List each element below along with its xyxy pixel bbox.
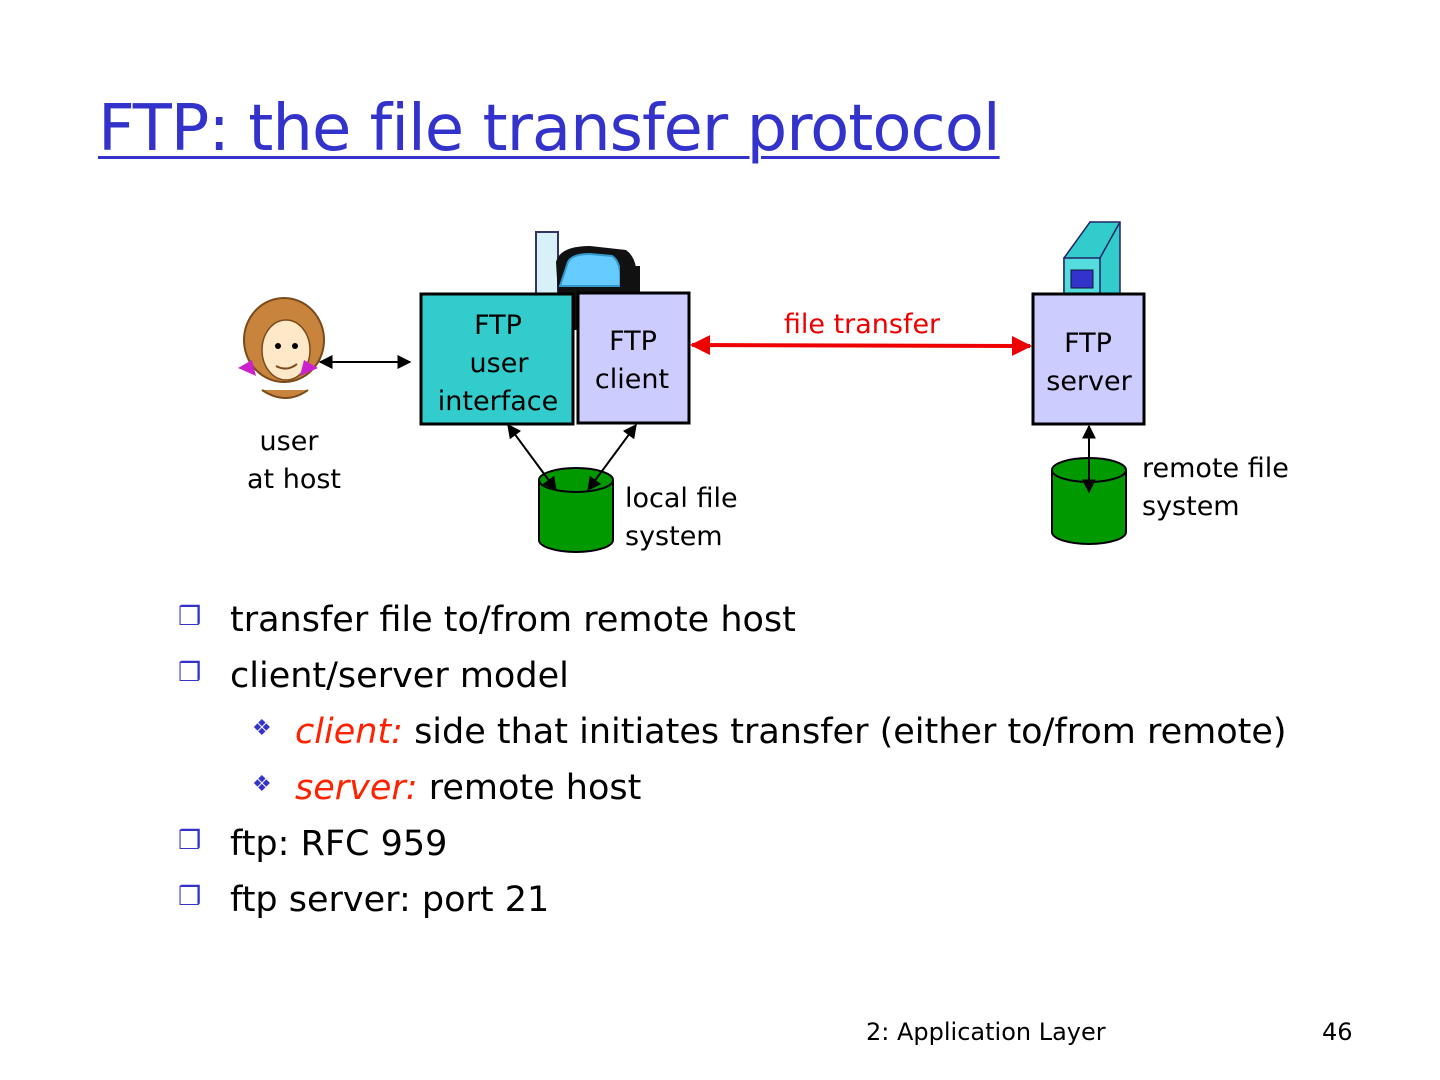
- ui-box-line1: FTP: [474, 310, 522, 341]
- ftp-client-box: [576, 291, 691, 425]
- bullet-item: ❒ client/server model: [178, 648, 1378, 704]
- sub-bullet-text: server: remote host: [295, 760, 641, 816]
- bullet-text: ftp server: port 21: [230, 880, 550, 920]
- bullet-list: ❒ transfer file to/from remote host ❒ cl…: [178, 592, 1378, 928]
- bullet-text: client/server model: [230, 656, 569, 696]
- sub-bullet-body: remote host: [417, 768, 642, 808]
- footer-chapter: 2: Application Layer: [866, 1018, 1106, 1046]
- sub-bullet-item: ❖ client: side that initiates transfer (…: [178, 704, 1378, 760]
- sub-bullet-body: side that initiates transfer (either to/…: [402, 712, 1287, 752]
- user-label-line2: at host: [247, 464, 341, 495]
- server-box-line2: server: [1046, 366, 1132, 397]
- server-tower-icon: [1063, 221, 1121, 301]
- diamond-bullet-icon: ❖: [252, 716, 272, 741]
- diamond-bullet-icon: ❖: [252, 772, 272, 797]
- server-box-line1: FTP: [1064, 328, 1112, 359]
- ftp-user-interface-box: [419, 292, 575, 426]
- sub-bullet-text: client: side that initiates transfer (ei…: [295, 704, 1287, 760]
- client-disk-arrow: [587, 423, 637, 492]
- emphasis-term: client:: [295, 712, 403, 752]
- ftp-server-box: [1031, 292, 1146, 426]
- file-transfer-label: file transfer: [784, 309, 941, 340]
- box-bullet-icon: ❒: [178, 826, 202, 856]
- user-label-line1: user: [260, 426, 320, 457]
- bullet-item: ❒ transfer file to/from remote host: [178, 592, 1378, 648]
- remote-fs-line2: system: [1142, 491, 1240, 522]
- bullet-text: ftp: RFC 959: [230, 824, 448, 864]
- box-bullet-icon: ❒: [178, 882, 202, 912]
- client-box-line1: FTP: [609, 326, 657, 357]
- box-bullet-icon: ❒: [178, 658, 202, 688]
- remote-fs-line1: remote file: [1142, 453, 1289, 484]
- client-box-line2: client: [595, 364, 669, 395]
- file-transfer-arrow: [690, 335, 1032, 356]
- local-fs-line1: local file: [625, 483, 738, 514]
- sub-bullet-item: ❖ server: remote host: [178, 760, 1378, 816]
- user-person-icon: [238, 297, 325, 399]
- bullet-item: ❒ ftp server: port 21: [178, 872, 1378, 928]
- emphasis-term: server:: [295, 768, 418, 808]
- ui-disk-arrow: [507, 423, 557, 492]
- bullet-item: ❒ ftp: RFC 959: [178, 816, 1378, 872]
- ui-box-line3: interface: [438, 386, 558, 417]
- local-fs-line2: system: [625, 521, 723, 552]
- page-number: 46: [1322, 1018, 1353, 1046]
- slide-title: FTP: the file transfer protocol: [98, 92, 1001, 166]
- local-disk-icon: [538, 467, 614, 553]
- ui-box-line2: user: [470, 348, 530, 379]
- bullet-text: transfer file to/from remote host: [230, 600, 796, 640]
- box-bullet-icon: ❒: [178, 602, 202, 632]
